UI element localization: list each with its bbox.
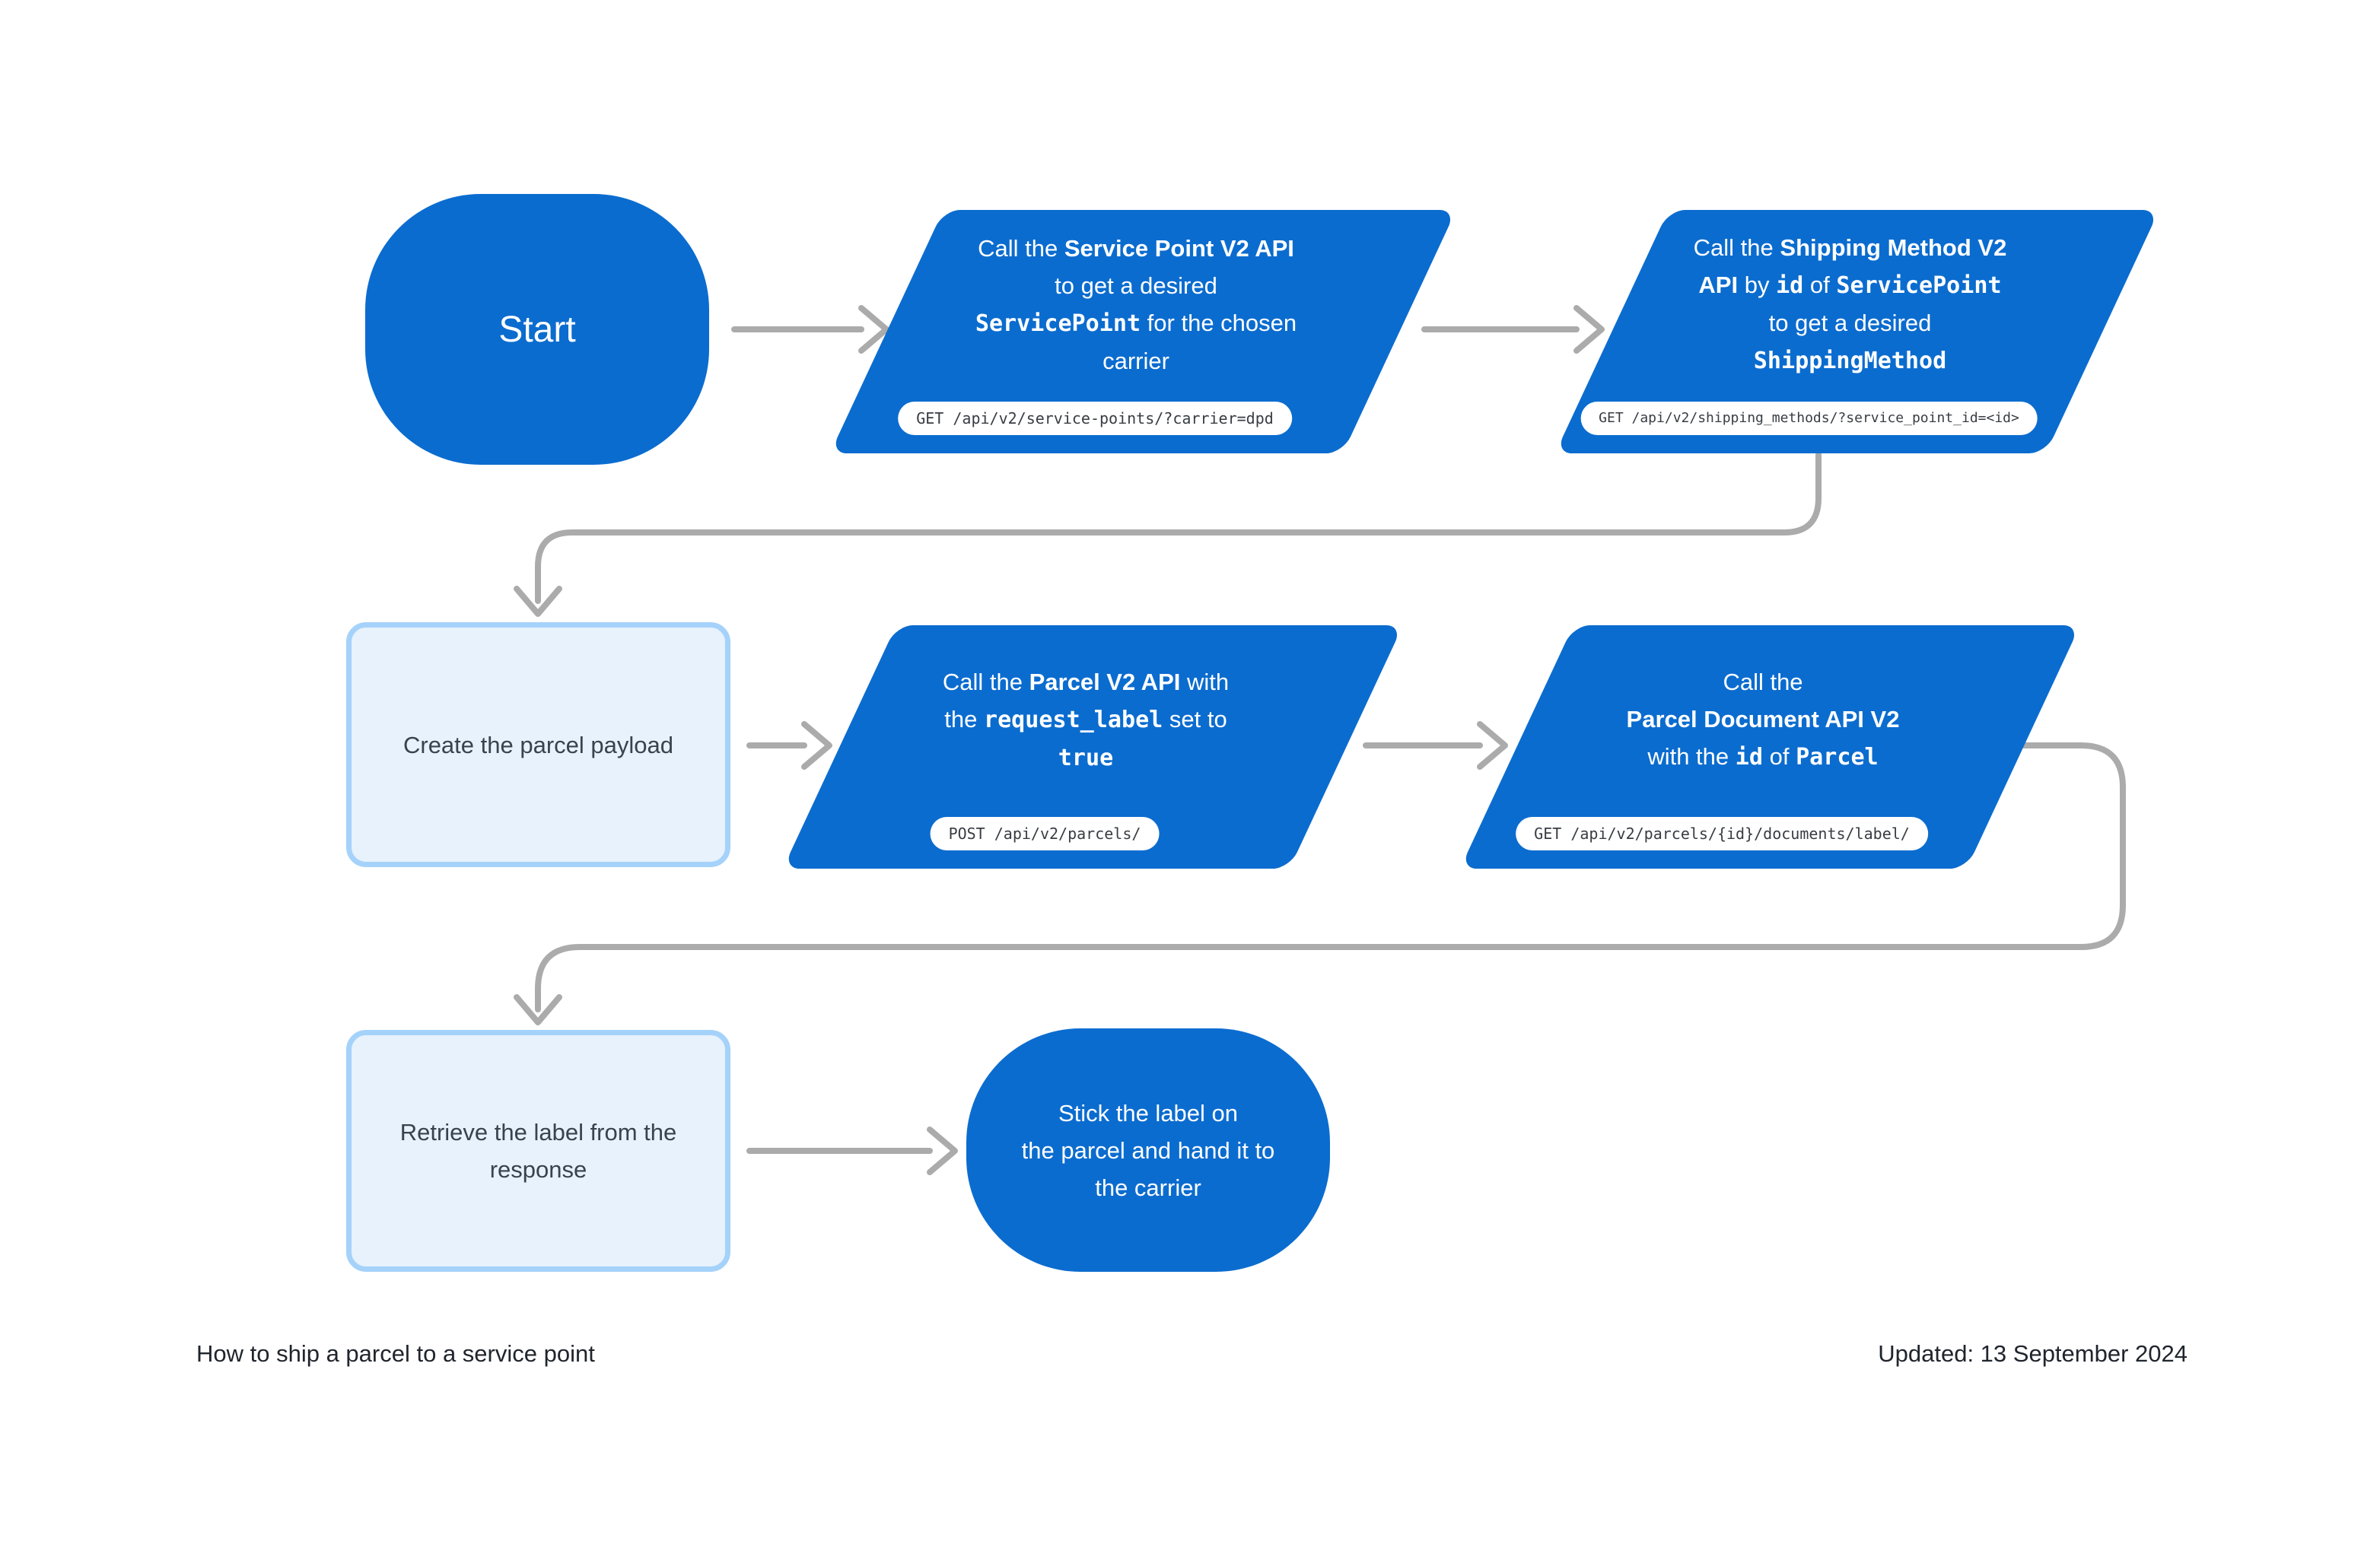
- updated-date: Updated: 13 September 2024: [1878, 1340, 2188, 1367]
- parcel-document-api-endpoint-pill: GET /api/v2/parcels/{id}/documents/label…: [1516, 817, 1928, 850]
- arrow-retrieve-label-to-stick-label: [746, 1127, 958, 1175]
- create-payload-node: Create the parcel payload: [346, 622, 730, 867]
- arrow-create-payload-to-parcel-api: [746, 721, 832, 770]
- shipping-method-api-endpoint-pill: GET /api/v2/shipping_methods/?service_po…: [1580, 402, 2038, 435]
- start-node: Start: [365, 194, 709, 465]
- arrow-parcel-api-to-parcel-document: [1363, 721, 1508, 770]
- arrow-start-to-service-point-api: [731, 305, 889, 354]
- parcel-api-endpoint-pill: POST /api/v2/parcels/: [930, 817, 1160, 850]
- connector-shipping-method-to-create-payload: [514, 452, 1822, 617]
- arrow-service-point-to-shipping-method: [1421, 305, 1605, 354]
- service-point-api-endpoint-pill: GET /api/v2/service-points/?carrier=dpd: [898, 402, 1292, 435]
- diagram-title: How to ship a parcel to a service point: [196, 1340, 595, 1367]
- connector-parcel-document-to-retrieve-label: [514, 742, 2126, 1025]
- create-payload-label: Create the parcel payload: [402, 731, 673, 758]
- start-label: Start: [498, 309, 576, 350]
